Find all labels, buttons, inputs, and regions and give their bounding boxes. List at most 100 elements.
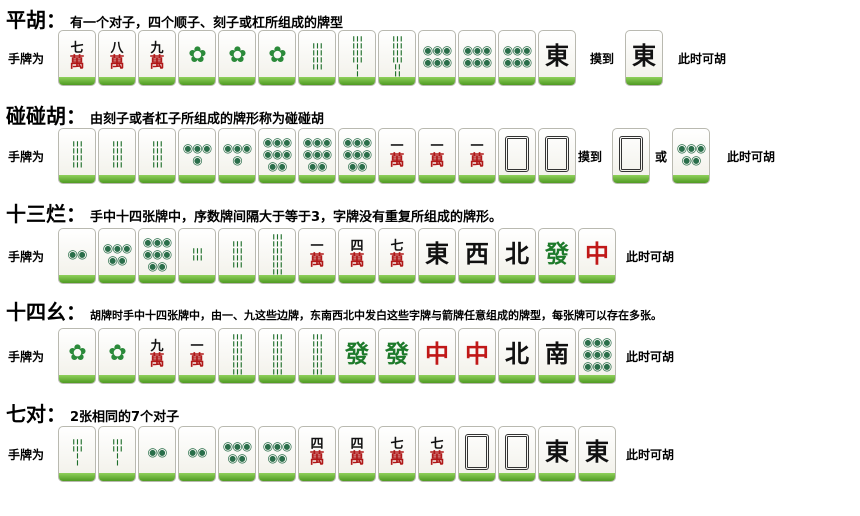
- mahjong-tile: 七萬: [378, 426, 416, 482]
- char-number: 一: [190, 338, 204, 354]
- circle-dots-icon: ◉◉◉◉◉◉: [462, 42, 492, 69]
- tile-face: 東: [419, 233, 455, 274]
- mahjong-tile: ◉◉: [178, 426, 216, 482]
- circle-dots-icon: ◉◉◉◉: [182, 140, 212, 167]
- mahjong-tile: 一萬: [298, 228, 336, 284]
- tile-face: ¦¦¦ ¦¦¦: [139, 133, 175, 174]
- tile-face: 東: [539, 431, 575, 472]
- mahjong-tile: ✿: [98, 328, 136, 384]
- wan-glyph: 萬: [389, 150, 405, 169]
- mahjong-tile: 七萬: [378, 228, 416, 284]
- section-desc: 由刻子或者杠子所组成的牌形称为碰碰胡: [90, 112, 325, 127]
- mahjong-tile: 中: [418, 328, 456, 384]
- section-title-row: 碰碰胡：由刻子或者杠子所组成的牌形称为碰碰胡: [6, 100, 324, 129]
- tile-face: [499, 431, 535, 472]
- alt-tiles: ◉◉◉◉◉: [672, 128, 712, 184]
- mahjong-tile: 發: [378, 328, 416, 384]
- white-dragon-frame-icon: [545, 135, 569, 172]
- tile-face: 發: [539, 233, 575, 274]
- mahjong-tile: ¦¦¦: [178, 228, 216, 284]
- bamboo-sticks-icon: ¦¦¦ ¦¦¦ ¦¦¦: [231, 331, 243, 376]
- char-number: 一: [430, 138, 444, 154]
- mahjong-tile: ¦¦¦ ¦¦¦ ¦¦: [378, 30, 416, 86]
- mahjong-tile: ◉◉: [138, 426, 176, 482]
- char-number: 四: [350, 436, 364, 452]
- mahjong-tile: ◉◉◉◉◉◉◉◉: [258, 128, 296, 184]
- mahjong-tile: ¦¦¦ ¦¦¦ ¦¦¦: [218, 328, 256, 384]
- mahjong-tile: ¦¦¦ ¦: [98, 426, 136, 482]
- mahjong-tile: ¦¦¦ ¦: [58, 426, 96, 482]
- tile-face: ✿: [259, 35, 295, 76]
- wan-glyph: 萬: [389, 448, 405, 467]
- hand-label: 手牌为: [8, 448, 45, 462]
- honor-glyph: 東: [632, 40, 656, 70]
- mahjong-tile: 七萬: [58, 30, 96, 86]
- circle-dots-icon: ◉◉◉◉◉◉◉◉◉: [582, 334, 612, 373]
- char-number: 七: [70, 40, 84, 56]
- mahjong-tile: ✿: [58, 328, 96, 384]
- honor-glyph: 中: [465, 338, 489, 368]
- draw-label: 摸到: [578, 150, 603, 164]
- mahjong-tile: ¦¦¦ ¦¦¦: [98, 128, 136, 184]
- char-number: 四: [350, 238, 364, 254]
- hand-tiles: ¦¦¦ ¦¦¦¦¦¦ ¦¦¦¦¦¦ ¦¦¦◉◉◉◉◉◉◉◉◉◉◉◉◉◉◉◉◉◉◉…: [58, 128, 578, 184]
- wan-glyph: 萬: [429, 448, 445, 467]
- circle-dots-icon: ◉◉◉◉◉◉◉◉: [262, 134, 292, 173]
- tile-face: ✿: [179, 35, 215, 76]
- bamboo-sticks-icon: ¦¦¦ ¦¦¦ ¦¦: [391, 33, 403, 78]
- hand-label: 手牌为: [8, 150, 45, 164]
- tile-face: ¦¦¦ ¦¦¦: [59, 133, 95, 174]
- mahjong-tile: ◉◉◉◉◉: [258, 426, 296, 482]
- mahjong-tile: ◉◉◉◉◉◉◉◉◉: [578, 328, 616, 384]
- char-number: 一: [310, 238, 324, 254]
- mahjong-tile: ◉◉: [58, 228, 96, 284]
- bamboo-sticks-icon: ¦¦¦ ¦¦¦: [311, 40, 323, 71]
- tile-face: ¦¦¦ ¦¦¦ ¦¦¦: [259, 233, 295, 275]
- tile-face: ◉◉◉◉◉◉: [499, 35, 535, 76]
- bamboo-sticks-icon: ¦¦¦ ¦¦¦: [231, 238, 243, 269]
- or-label: 或: [655, 150, 668, 164]
- mahjong-tile: ✿: [218, 30, 256, 86]
- mahjong-tile: 東: [625, 30, 663, 86]
- mahjong-tile: [612, 128, 650, 184]
- mahjong-tile: ¦¦¦ ¦¦¦ ¦: [338, 30, 376, 86]
- mahjong-tile: ◉◉◉◉◉◉◉◉: [138, 228, 176, 284]
- wan-glyph: 萬: [149, 52, 165, 71]
- honor-glyph: 中: [425, 338, 449, 368]
- circle-dots-icon: ◉◉◉◉◉: [676, 140, 706, 167]
- draw-tiles: [612, 128, 652, 184]
- tile-face: ◉◉◉◉◉: [99, 233, 135, 274]
- tile-face: ¦¦¦ ¦¦¦: [299, 35, 335, 76]
- bamboo-sticks-icon: ¦¦¦ ¦¦¦ ¦¦¦: [311, 331, 323, 376]
- tile-face: 一萬: [459, 133, 495, 174]
- section-title-row: 十四幺：胡牌时手中十四张牌中，由一、九这些边牌，东南西北中发白这些字牌与箭牌任意…: [6, 296, 662, 325]
- tile-face: ¦¦¦ ¦¦¦ ¦: [339, 35, 375, 77]
- tile-face: 一萬: [419, 133, 455, 174]
- section-title-row: 平胡：有一个对子，四个顺子、刻子或杠所组成的牌型: [6, 4, 343, 33]
- result-text: 此时可胡: [626, 350, 675, 364]
- tile-face: 四萬: [299, 431, 335, 472]
- wan-glyph: 萬: [429, 150, 445, 169]
- tile-face: 中: [419, 333, 455, 374]
- tile-face: 七萬: [379, 233, 415, 274]
- tile-face: 發: [339, 333, 375, 374]
- mahjong-tile: ◉◉◉◉◉: [672, 128, 710, 184]
- tile-face: ¦¦¦ ¦¦¦: [99, 133, 135, 174]
- mahjong-tile: 發: [538, 228, 576, 284]
- hand-tiles: ¦¦¦ ¦¦¦¦ ¦◉◉◉◉◉◉◉◉◉◉◉◉◉◉四萬四萬七萬七萬東東: [58, 426, 618, 482]
- tile-face: 一萬: [299, 233, 335, 274]
- honor-glyph: 南: [545, 338, 569, 368]
- tile-face: ¦¦¦ ¦: [99, 431, 135, 472]
- section-title: 十三烂：: [6, 202, 86, 226]
- white-dragon-frame-icon: [505, 135, 529, 172]
- mahjong-tile: ¦¦¦ ¦¦¦: [298, 30, 336, 86]
- bamboo-sticks-icon: ¦¦¦ ¦: [71, 436, 83, 467]
- mahjong-tile: 七萬: [418, 426, 456, 482]
- bamboo-sticks-icon: ¦¦¦ ¦: [111, 436, 123, 467]
- result-text: 此时可胡: [626, 448, 675, 462]
- char-number: 七: [390, 238, 404, 254]
- wan-glyph: 萬: [149, 350, 165, 369]
- tile-face: 中: [579, 233, 615, 274]
- tile-face: ◉◉◉◉◉◉◉◉: [259, 133, 295, 174]
- tile-face: ¦¦¦ ¦¦¦ ¦¦¦: [299, 331, 335, 376]
